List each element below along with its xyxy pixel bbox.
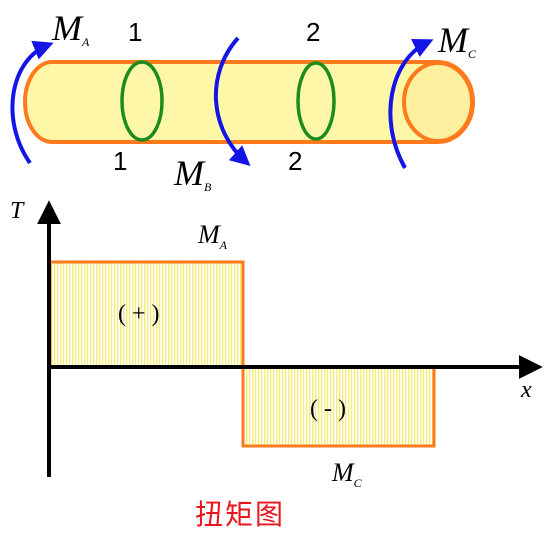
section-2-top-label: 2 [306, 17, 321, 47]
segment-1-label: MA [198, 220, 228, 252]
moment-c-arrow [388, 38, 434, 169]
moment-a-label: MA [52, 8, 90, 49]
torque-plot [37, 200, 543, 477]
segment-2-label: MC [332, 458, 362, 490]
positive-sign-label: ( + ) [118, 301, 160, 327]
section-1-top-label: 1 [128, 17, 143, 47]
moment-b-label: MB [174, 153, 212, 194]
y-axis-label: T [10, 198, 24, 224]
moment-b-arrow [213, 36, 251, 166]
moment-a-arrow [10, 40, 54, 165]
moment-c-label: MC [438, 20, 477, 61]
shaft [23, 60, 475, 144]
x-axis-label: x [521, 377, 532, 403]
section-1-bottom-label: 1 [113, 146, 128, 176]
shaft-end-face [402, 61, 474, 143]
section-1-ring [120, 60, 164, 142]
negative-sign-label: ( - ) [310, 396, 346, 422]
section-2-ring [296, 61, 336, 141]
caption: 扭矩图 [195, 498, 286, 531]
section-2-bottom-label: 2 [288, 146, 303, 176]
